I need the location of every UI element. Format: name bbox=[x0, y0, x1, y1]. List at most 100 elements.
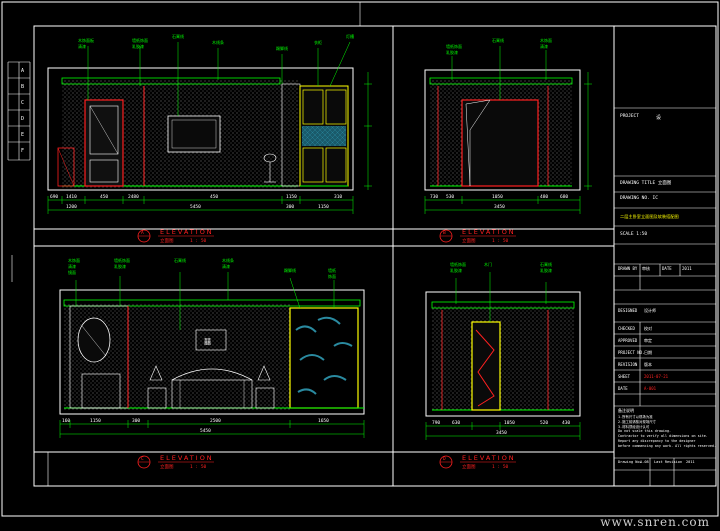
svg-text:墙纸饰面: 墙纸饰面 bbox=[114, 257, 130, 263]
title-tl-name: 立面图 bbox=[160, 237, 174, 244]
title-tl-num: A bbox=[141, 230, 144, 236]
dim-a-sub-0: 1200 bbox=[66, 204, 77, 210]
svg-text:D: D bbox=[21, 116, 24, 122]
svg-text:饰面: 饰面 bbox=[328, 273, 336, 279]
elevation-d-dimensions: 790 630 1050 520 430 3450 bbox=[432, 420, 570, 436]
svg-text:B: B bbox=[21, 84, 24, 90]
mid-row-2-label: APPROVED bbox=[618, 338, 638, 343]
svg-text:石膏线: 石膏线 bbox=[540, 261, 552, 267]
dim-c-3: 2500 bbox=[210, 418, 221, 424]
dim-d-4: 430 bbox=[562, 420, 570, 426]
svg-text:乳胶漆: 乳胶漆 bbox=[114, 263, 126, 269]
note-3: Do not scale this drawing. bbox=[618, 429, 672, 433]
svg-text:木线条: 木线条 bbox=[212, 39, 224, 45]
elevation-title-bl: C ELEVATION 立面图 1 : 50 bbox=[137, 454, 214, 470]
svg-text:墙纸饰面: 墙纸饰面 bbox=[450, 261, 466, 267]
elevation-c-dimensions: 160 1150 300 2500 1650 5450 bbox=[62, 418, 329, 434]
dim-c-0: 160 bbox=[62, 418, 70, 424]
title-br-num: D bbox=[443, 456, 446, 462]
svg-text:踢脚线: 踢脚线 bbox=[284, 267, 296, 273]
mid-row-5-value: 2011-07-21 bbox=[644, 374, 669, 379]
dim-b-4: 680 bbox=[560, 194, 568, 200]
title-tr-name: 立面图 bbox=[462, 237, 476, 244]
note-2: 3.材料须经设计认可 bbox=[618, 425, 650, 429]
title-br-name: 立面图 bbox=[462, 463, 476, 470]
project-label: PROJECT bbox=[620, 114, 639, 119]
title-row-3: SCALE 1:50 bbox=[620, 232, 648, 237]
svg-text:清漆: 清漆 bbox=[222, 263, 230, 269]
mid-row-0-value: 设计师 bbox=[644, 308, 656, 313]
svg-text:乳胶漆: 乳胶漆 bbox=[450, 267, 462, 273]
title-block bbox=[614, 107, 716, 486]
svg-text:石膏线: 石膏线 bbox=[172, 33, 184, 39]
title-br-scale: 1 : 50 bbox=[492, 464, 509, 470]
elevation-title-br: D ELEVATION 立面图 1 : 50 bbox=[439, 454, 516, 470]
dim-a-1: 1410 bbox=[66, 194, 77, 200]
dim-a-6: 310 bbox=[334, 194, 342, 200]
svg-text:石膏线: 石膏线 bbox=[492, 37, 504, 43]
mid-row-5-label: SHEET bbox=[618, 374, 631, 379]
title-row-1: DRAWING NO. IC bbox=[620, 196, 658, 201]
mid-row-6-label: DATE bbox=[618, 386, 628, 391]
title-tl-elevation: ELEVATION bbox=[160, 228, 214, 236]
mid-header-2: DATE bbox=[662, 266, 672, 271]
svg-text:木线条: 木线条 bbox=[222, 257, 234, 263]
mid-header-3: 2011 bbox=[682, 266, 692, 271]
dim-d-0: 790 bbox=[432, 420, 440, 426]
dim-a-5: 1150 bbox=[286, 194, 297, 200]
footer-1: A-08 bbox=[640, 460, 649, 464]
footer-0: Drawing No. bbox=[618, 460, 642, 464]
svg-text:木饰面板: 木饰面板 bbox=[78, 37, 94, 43]
mid-row-4-value: 版本 bbox=[644, 362, 652, 367]
title-bl-name: 立面图 bbox=[160, 463, 174, 470]
title-tl-scale: 1 : 50 bbox=[190, 238, 207, 244]
elevation-title-tl: A ELEVATION 立面图 1 : 50 bbox=[137, 228, 214, 244]
dim-a-sub-2: 1150 bbox=[318, 204, 329, 210]
svg-text:踢脚线: 踢脚线 bbox=[276, 45, 288, 51]
title-bl-num: C bbox=[141, 456, 144, 462]
dim-d-3: 520 bbox=[540, 420, 548, 426]
mid-row-6-value: A-001 bbox=[644, 386, 657, 391]
dim-c-1: 1150 bbox=[90, 418, 101, 424]
dim-a-sub-1: 300 bbox=[286, 204, 294, 210]
svg-text:清漆: 清漆 bbox=[68, 263, 76, 269]
title-block-text: PROJECT 设 DRAWING TITLE 立面图 DRAWING NO. … bbox=[616, 26, 716, 486]
dim-d-2: 1050 bbox=[504, 420, 515, 426]
dim-d-total: 3450 bbox=[496, 430, 507, 436]
svg-text:囍: 囍 bbox=[204, 337, 211, 346]
note-0: 1.所有尺寸以现场为准 bbox=[618, 415, 653, 419]
sheet-border bbox=[1, 1, 719, 517]
svg-text:灯槽: 灯槽 bbox=[346, 33, 354, 39]
dim-b-0: 730 bbox=[430, 194, 438, 200]
dim-a-0: 690 bbox=[50, 194, 58, 200]
svg-text:镜面: 镜面 bbox=[68, 269, 76, 275]
logo-mark: 设 bbox=[656, 115, 662, 121]
svg-text:衣柜: 衣柜 bbox=[314, 39, 322, 45]
elevation-title-tr: B ELEVATION 立面图 1 : 50 bbox=[439, 228, 516, 244]
svg-text:乳胶漆: 乳胶漆 bbox=[132, 43, 144, 49]
title-tr-num: B bbox=[443, 230, 446, 236]
dim-a-3: 2480 bbox=[128, 194, 139, 200]
note-1: 2.施工前请核对现场尺寸 bbox=[618, 420, 656, 424]
dim-a-4: 450 bbox=[210, 194, 218, 200]
mid-row-3-label: PROJECT NO. bbox=[618, 350, 645, 355]
svg-text:清漆: 清漆 bbox=[540, 43, 548, 49]
dim-d-1: 630 bbox=[452, 420, 460, 426]
svg-text:木门: 木门 bbox=[484, 261, 492, 267]
svg-text:A: A bbox=[21, 68, 24, 74]
title-row-0: DRAWING TITLE 立面图 bbox=[620, 181, 672, 186]
mid-row-0-label: DESIGNED bbox=[618, 308, 638, 313]
dim-b-total: 3450 bbox=[494, 204, 505, 210]
note-6: before commencing any work. All rights r… bbox=[618, 444, 716, 448]
svg-text:清漆: 清漆 bbox=[78, 43, 86, 49]
svg-text:F: F bbox=[21, 148, 24, 154]
mid-header-0: DRAWN BY bbox=[618, 266, 638, 271]
title-tr-elevation: ELEVATION bbox=[462, 228, 516, 236]
notes-title: 备注说明 bbox=[618, 408, 634, 413]
note-5: Report any discrepancy to the designer bbox=[618, 439, 696, 443]
svg-text:木饰面: 木饰面 bbox=[540, 37, 552, 43]
